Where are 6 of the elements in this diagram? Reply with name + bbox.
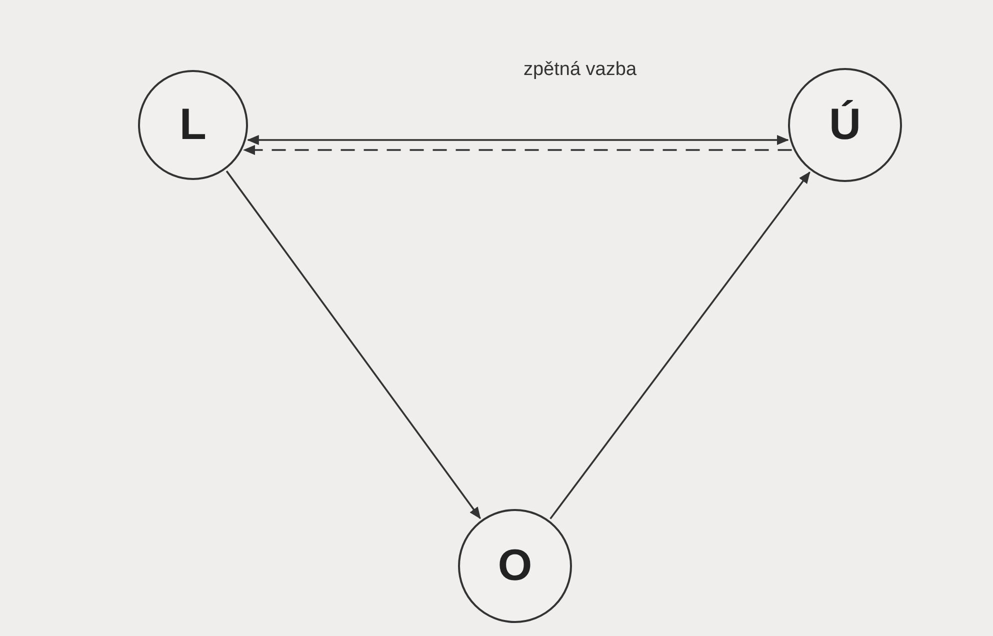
arrow xyxy=(226,170,481,520)
arrow xyxy=(550,171,810,520)
arrow xyxy=(243,145,792,155)
node-letter: O xyxy=(498,544,532,588)
node-letter: L xyxy=(180,103,206,147)
arrow xyxy=(246,135,789,145)
